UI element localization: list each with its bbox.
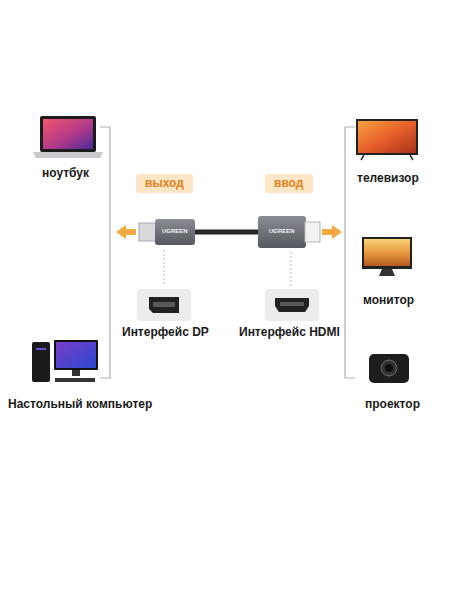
dp-pins <box>153 302 175 307</box>
pc-light <box>36 348 46 350</box>
pc-screen <box>56 342 96 368</box>
monitor-frame <box>362 237 412 269</box>
dp-port <box>149 297 179 313</box>
device-label: ноутбук <box>42 166 89 180</box>
device-label: монитор <box>363 293 414 307</box>
arrow-head <box>332 225 342 239</box>
tv-leg <box>410 155 413 160</box>
dp-port-icon <box>137 289 191 321</box>
monitor-stand <box>379 269 395 276</box>
right-arrow <box>322 225 342 239</box>
device-label: Настольный компьютер <box>8 397 152 411</box>
badge: выход <box>136 174 193 193</box>
left-bracket <box>100 127 110 378</box>
leader-line <box>164 250 165 286</box>
laptop-screen <box>43 119 93 149</box>
tv-screen <box>358 121 416 153</box>
device-label: проектор <box>365 397 420 411</box>
projector-body <box>369 354 409 383</box>
hdmi-pins <box>280 302 304 306</box>
projector-lens-core <box>385 364 393 372</box>
arrow-shaft <box>125 229 136 235</box>
arrow-shaft <box>322 229 333 235</box>
badge-text: выход <box>145 176 184 190</box>
cable <box>194 230 259 235</box>
hdmi-plug <box>305 222 320 242</box>
laptop-icon <box>33 116 103 158</box>
device-label: телевизор <box>357 171 419 185</box>
badge-text: ввод <box>274 176 304 190</box>
laptop-base <box>33 152 103 158</box>
desktop-icon <box>32 340 98 382</box>
pc-monitor <box>54 340 98 370</box>
projector-icon <box>369 354 409 383</box>
brand-mark: UGREEN <box>269 228 295 235</box>
pc-keyboard <box>55 378 95 382</box>
port-label: Интерфейс HDMI <box>239 325 340 339</box>
tv-leg <box>361 155 364 160</box>
tv-icon <box>356 119 418 160</box>
port-label: Интерфейс DP <box>122 325 209 339</box>
laptop-frame <box>40 116 96 152</box>
brand-mark: UGREEN <box>162 228 188 235</box>
monitor-icon <box>362 237 412 276</box>
badge: ввод <box>265 174 313 193</box>
hdmi-port-icon <box>265 289 319 321</box>
left-arrow <box>116 225 136 239</box>
monitor-screen <box>364 239 410 266</box>
dp-housing <box>155 219 195 245</box>
pc-stand <box>72 370 80 376</box>
dp-plug <box>139 223 156 241</box>
right-bracket <box>345 127 355 378</box>
pc-tower <box>32 342 50 382</box>
tv-frame <box>356 119 418 155</box>
leader-line <box>291 252 292 286</box>
projector-lens <box>381 360 397 376</box>
hdmi-housing <box>258 216 306 248</box>
arrow-head <box>116 225 126 239</box>
hdmi-port <box>275 298 309 312</box>
